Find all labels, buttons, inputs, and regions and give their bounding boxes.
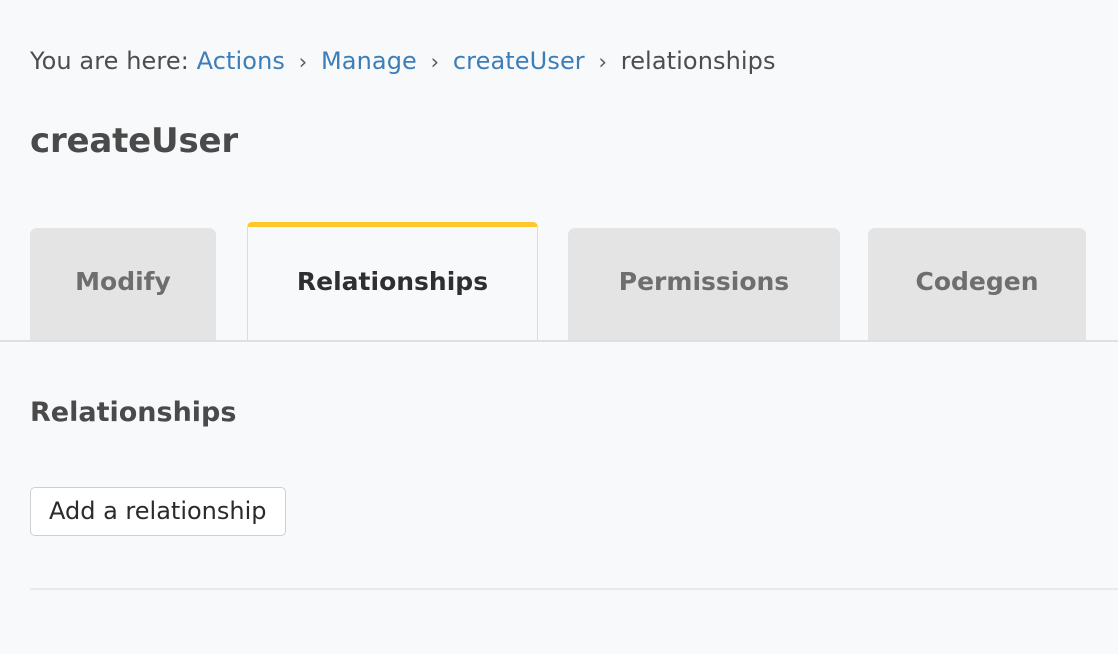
- section-heading-relationships: Relationships: [30, 397, 237, 428]
- breadcrumb-prefix: You are here:: [30, 47, 189, 75]
- breadcrumb-separator-icon: ›: [430, 50, 440, 74]
- add-relationship-button[interactable]: Add a relationship: [30, 487, 286, 536]
- breadcrumb-link-createuser[interactable]: createUser: [452, 47, 585, 75]
- tab-bar: Modify Relationships Permissions Codegen: [0, 222, 1118, 342]
- breadcrumb-current-relationships: relationships: [620, 47, 776, 75]
- page-title: createUser: [30, 121, 238, 161]
- breadcrumb: You are here: Actions › Manage › createU…: [30, 43, 776, 80]
- content-divider: [30, 588, 1118, 590]
- tab-permissions-label: Permissions: [618, 266, 790, 296]
- breadcrumb-separator-icon: ›: [298, 50, 308, 74]
- breadcrumb-link-actions[interactable]: Actions: [196, 47, 286, 75]
- tab-codegen[interactable]: Codegen: [868, 228, 1086, 340]
- tab-codegen-label: Codegen: [915, 266, 1039, 296]
- breadcrumb-link-manage[interactable]: Manage: [320, 47, 417, 75]
- tab-modify[interactable]: Modify: [30, 228, 216, 340]
- tab-relationships-label: Relationships: [296, 267, 489, 296]
- tab-permissions[interactable]: Permissions: [568, 228, 840, 340]
- tab-modify-label: Modify: [75, 266, 171, 296]
- tab-relationships[interactable]: Relationships: [247, 222, 538, 340]
- breadcrumb-separator-icon: ›: [598, 50, 608, 74]
